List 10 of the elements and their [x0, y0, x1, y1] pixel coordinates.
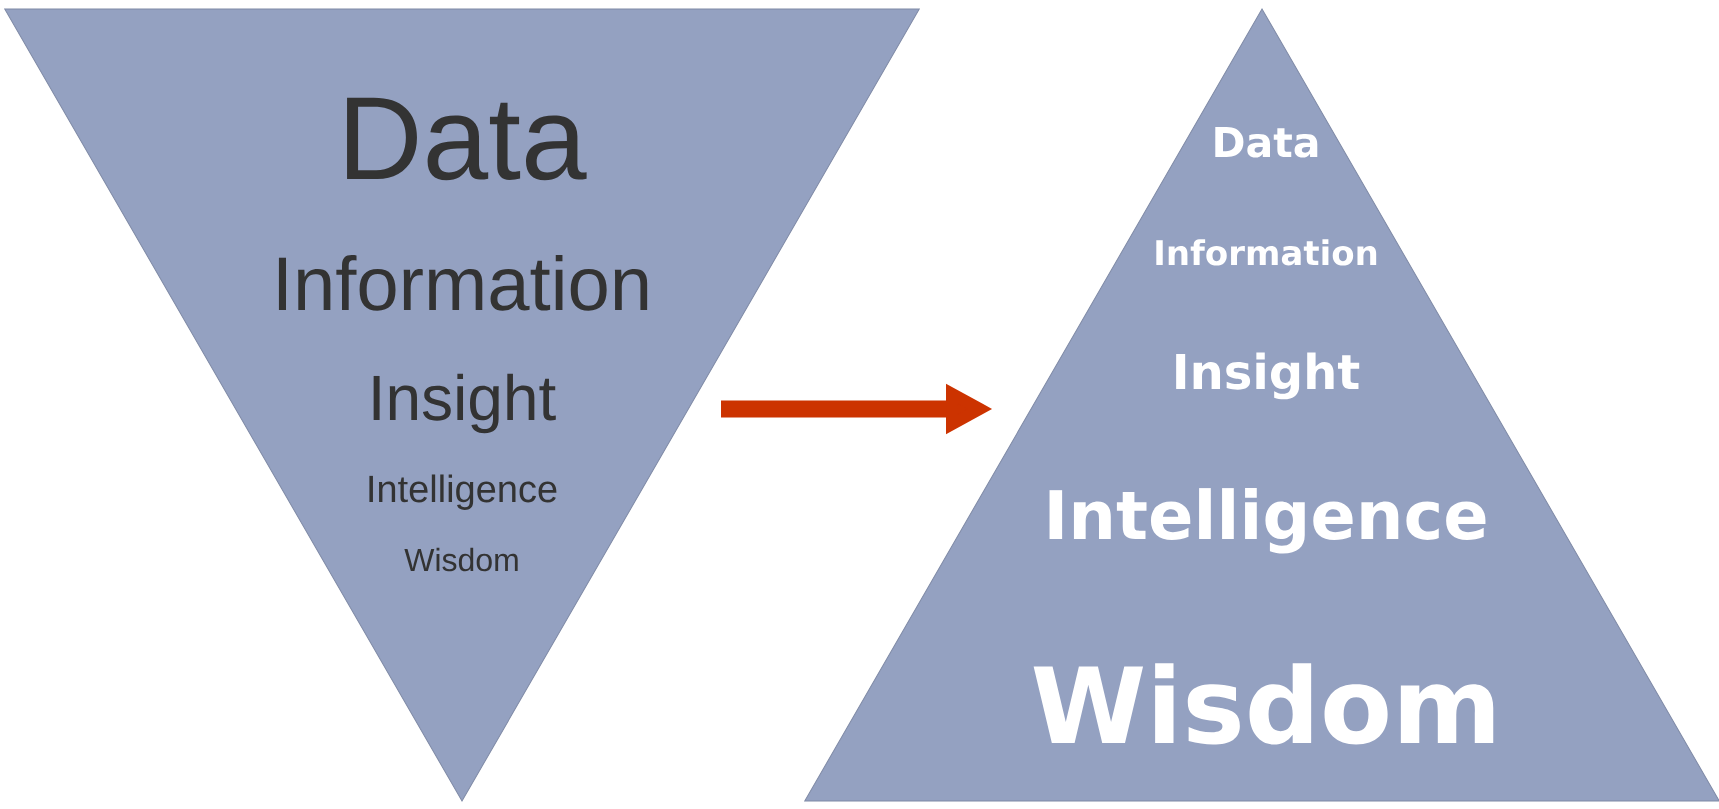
- level-label: Data: [1215, 127, 1318, 158]
- level-label: Data: [347, 97, 587, 181]
- level-label: Intelligence: [1049, 488, 1486, 554]
- level-label: Insight: [1176, 352, 1360, 400]
- level-label: Wisdom: [404, 547, 518, 572]
- level-label: Information: [278, 254, 648, 311]
- level-label: Intelligence: [369, 474, 557, 510]
- level-label: Insight: [373, 373, 556, 434]
- level-label: Wisdom: [1033, 663, 1494, 745]
- level-label: Information: [1156, 239, 1377, 266]
